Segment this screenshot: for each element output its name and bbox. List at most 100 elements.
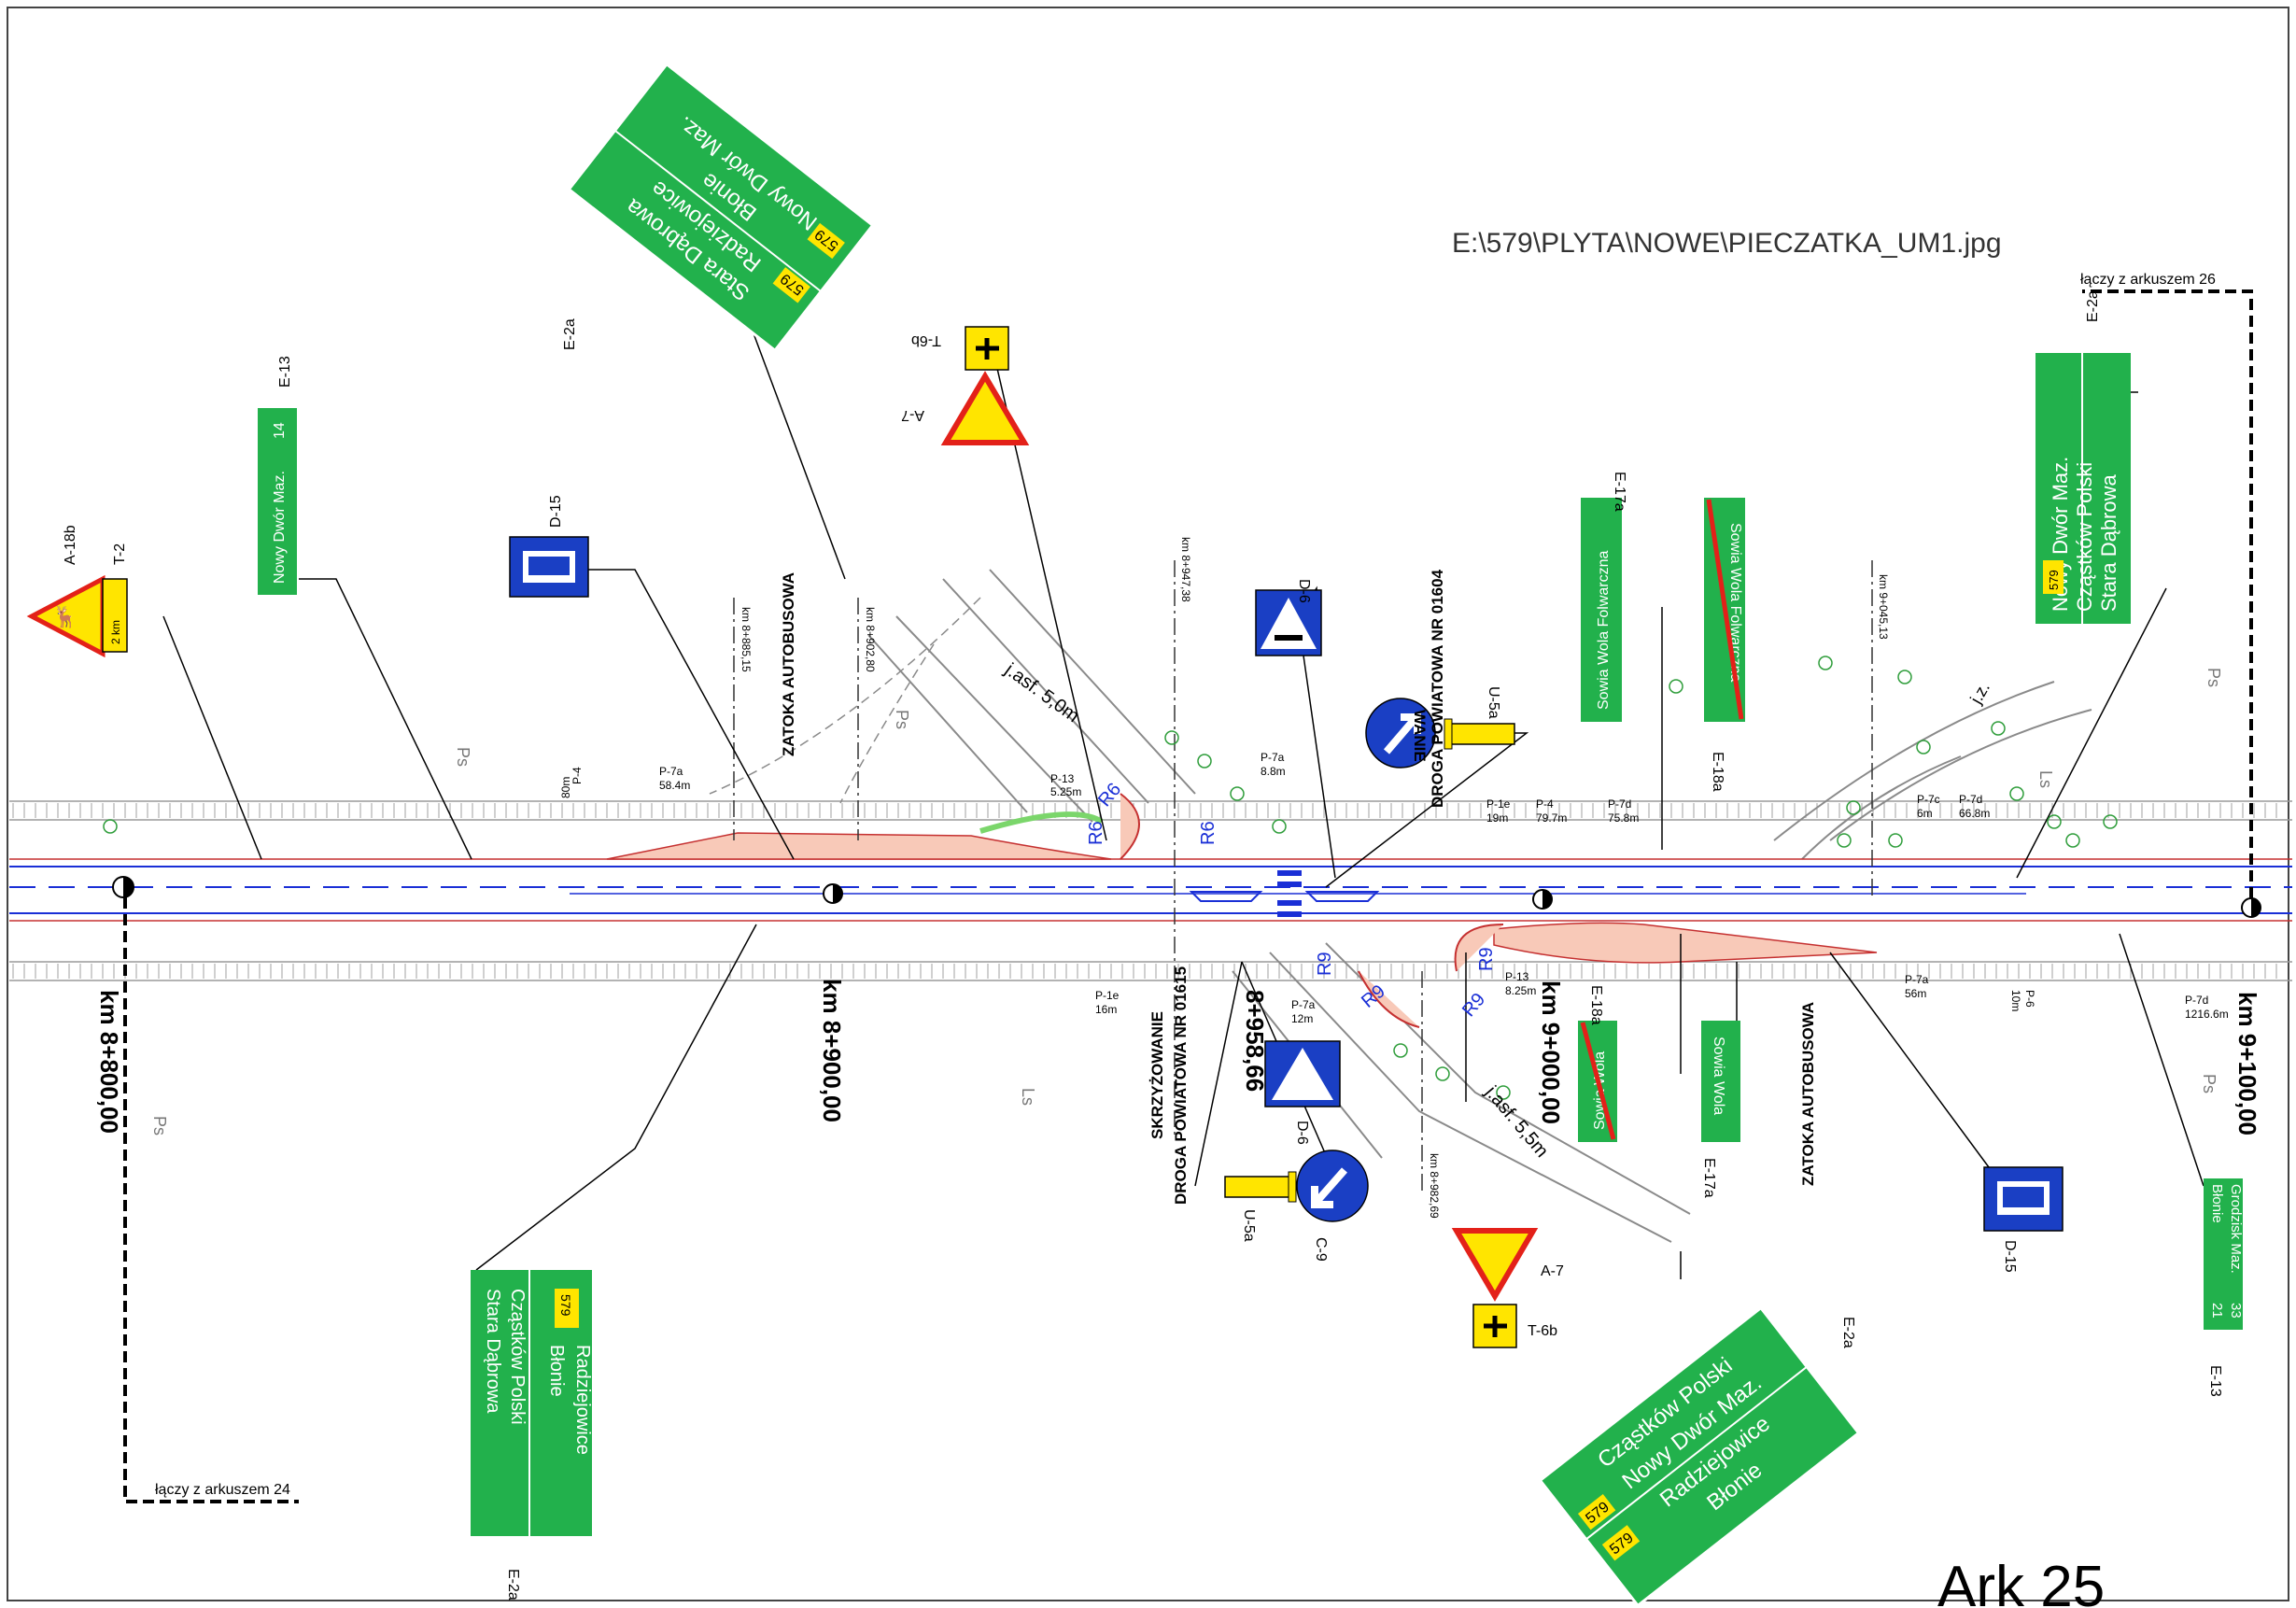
bus-bay-left [606,832,1112,860]
mark-p13b: P-13 [1505,970,1529,983]
soil-ls-2: Ls [2036,770,2055,788]
sign-t6b-bottom [1472,1304,1517,1348]
sign-u5a-bottom [1224,1171,1297,1203]
mark-p7d2-len: 66.8m [1959,807,1990,820]
sign-e18a-top: Sowia Wola Folwarczna [1704,498,1745,722]
tree-icon [1991,721,2006,736]
e2a-bl-radziejowice: Radziejowice [572,1345,593,1455]
tree-icon [1669,679,1683,694]
e2a-right-czastkow: Cząstków Polski [2073,462,2096,612]
mark-p7a-56-len: 56m [1905,987,1926,1000]
e13-right-grodzisk: Grodzisk Maz. [2228,1184,2244,1274]
sign-d6-bottom [1264,1040,1341,1107]
e17a-bottom-text: Sowia Wola [1711,1037,1726,1115]
mark-p7a-12-len: 12m [1291,1012,1313,1025]
mark-p1e-len: 19m [1486,811,1508,825]
corner-se [1358,970,1420,1028]
roadside-strips [9,800,2292,981]
sign-e18a-bottom: Sowia Wola [1578,1021,1617,1142]
radius-r6c: R6 [1198,821,1218,845]
tree-icon [1272,819,1287,834]
label-droga-01604: DROGA POWIATOWA NR 01604 [1429,569,1446,808]
label-e13-left: E-13 [277,356,293,388]
tree-icon [1888,833,1903,848]
e13-text-nowy-dwor: Nowy Dwór Maz. [272,471,288,584]
corner-nw [1120,793,1140,860]
soil-ps-2: Ps [893,710,911,729]
sign-c9-top [1365,698,1436,769]
mark-p7a-56: P-7a [1905,973,1929,986]
sign-e17a-top: Sowia Wola Folwarczna [1581,498,1622,722]
tree-icon [1837,833,1852,848]
tree-icon [103,819,118,834]
sign-t6b-top [965,326,1009,371]
label-t6b-top: T-6b [911,332,941,348]
mark-p4-len: 80m [559,777,572,798]
soil-ps-5: Ps [2200,1074,2219,1093]
label-e2a-br: E-2a [1840,1317,1856,1348]
soil-ps-4: Ps [150,1116,169,1135]
link-line-24 [123,897,299,1503]
mark-p1e-16: P-1e [1095,989,1120,1002]
corner-se2 [1454,924,1504,972]
soil-ps-1: Ps [454,747,472,767]
label-d15-right: D-15 [2002,1240,2018,1273]
mark-p7a-58-len: 58.4m [659,779,690,792]
sign-d15-left [509,536,589,598]
chainage-lines [733,560,1873,1195]
km-8982: km 8+982,69 [1428,1153,1441,1219]
label-t6b-bottom: T-6b [1528,1323,1557,1339]
label-e2a-bl: E-2a [505,1569,521,1601]
e2a-bl-blonie: Błonie [546,1345,567,1397]
e13-right-21: 21 [2209,1303,2225,1319]
label-e2a-right: E-2a [2085,290,2101,322]
sign-a7-bottom [1451,1228,1539,1302]
mark-p7d2: P-7d [1959,793,1982,806]
e13-right-33: 33 [2228,1303,2244,1319]
mark-p6-len: 10m [2009,990,2022,1011]
tree-icon [2009,786,2024,801]
sign-e17a-bottom: Sowia Wola [1701,1021,1740,1142]
label-d15-left: D-15 [548,495,564,528]
mark-p7a-88-len: 8.8m [1261,765,1286,778]
link-line-26 [2082,289,2253,898]
mark-p1e-16-len: 16m [1095,1003,1117,1016]
radius-r9c: R9 [1458,989,1489,1021]
traffic-island-left [1189,891,1263,902]
label-zatoka-right: ZATOKA AUTOBUSOWA [1799,1002,1817,1186]
km-8900: km 8+900,00 [818,979,846,1122]
sign-e2a-bottom-left: 579 Radziejowice Błonie Cząstków Polski … [471,1270,593,1536]
link-to-26: łączy z arkuszem 26 [2080,272,2216,288]
tree-icon [1846,800,1861,815]
bus-bay-right [1493,922,1878,964]
mark-p13: P-13 [1050,772,1075,785]
label-zatoka-left: ZATOKA AUTOBUSOWA [780,572,797,756]
sheet-frame [7,7,2289,1601]
sign-a7-top [940,371,1030,445]
soil-ps-3: Ps [2204,668,2223,687]
km-8947: km 8+947,38 [1179,537,1192,602]
mark-p7d3-len: 1216.6m [2185,1008,2229,1021]
sign-e2a-top: Stara Dąbrowa Radziejowice Błonie Nowy D… [567,62,875,353]
e18a-text-top: Sowia Wola Folwarczna [1727,523,1743,683]
radius-labels: R6 R6 R6 R9 R9 R9 R9 [1086,779,1497,1021]
e2a-bl-czastkow: Cząstków Polski [507,1289,528,1425]
label-jz: j.z. [1966,679,1993,708]
label-d6-top: D-6 [1296,579,1312,603]
km-8885: km 8+885,15 [740,607,753,672]
green-verge [979,811,1104,834]
label-wanie: WANIE [1411,710,1429,762]
mark-p7a-12: P-7a [1291,998,1316,1011]
e13-text-14: 14 [272,422,288,439]
side-road-nw [867,569,1196,823]
sign-e13-right: Błonie Grodzisk Maz. 21 33 [2204,1178,2244,1330]
hatch-top [12,803,2277,818]
label-e18a-top: E-18a [1710,752,1726,792]
sign-d6-top [1255,589,1322,656]
label-c9-bottom: C-9 [1313,1237,1329,1262]
km-8958: 8+958,66 [1241,990,1269,1092]
mark-p7d: P-7d [1608,797,1631,811]
label-t2: T-2 [112,543,128,565]
marking-annotations: P-7a 58.4m P-4 80m P-13 5.25m P-7a 8.8m … [559,751,2229,1025]
